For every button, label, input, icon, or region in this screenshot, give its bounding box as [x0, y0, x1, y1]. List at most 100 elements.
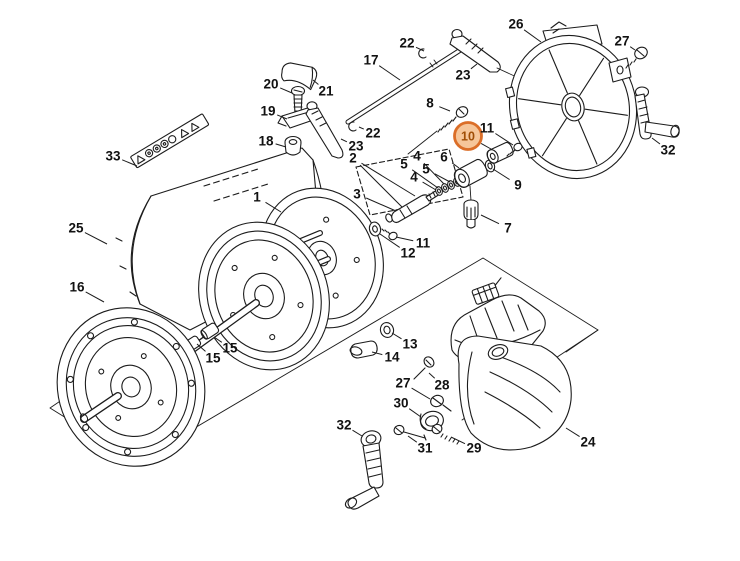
callout-33[interactable]: 33 [105, 149, 138, 167]
callout-28[interactable]: 28 [428, 372, 450, 393]
fan-housing [505, 34, 638, 180]
callout-3[interactable]: 3 [353, 187, 397, 212]
callout-22[interactable]: 22 [399, 36, 425, 52]
callout-25[interactable]: 25 [68, 221, 108, 245]
leader-line [265, 201, 282, 213]
callout-32[interactable]: 32 [336, 418, 363, 437]
subassembly-dashed-box [355, 148, 464, 216]
reel-assembly [56, 187, 384, 467]
part-number: 6 [440, 150, 448, 165]
part-number: 25 [68, 221, 84, 236]
lever-23-upper [449, 28, 561, 98]
callout-9[interactable]: 9 [492, 168, 522, 193]
callout-10-highlighted[interactable]: 10 [453, 121, 492, 151]
part-number: 23 [348, 139, 364, 154]
callout-23[interactable]: 23 [340, 139, 364, 154]
leader-line [361, 162, 416, 197]
part-number: 33 [105, 149, 121, 164]
screw-29 [431, 423, 460, 445]
part-number: 22 [399, 36, 414, 51]
lever-23-lower [305, 101, 344, 159]
alignment-line [469, 185, 472, 202]
cover-cap [281, 62, 318, 91]
callout-15[interactable]: 15 [196, 343, 221, 366]
screw-27-upper [625, 46, 648, 69]
callout-32[interactable]: 32 [651, 137, 676, 158]
part-number: 5 [422, 162, 430, 177]
throttle-parts-group [277, 28, 561, 159]
leader-line [415, 46, 425, 52]
part-number: 28 [434, 378, 450, 393]
leader-line [470, 63, 478, 70]
part-number: 9 [514, 178, 522, 193]
shaft-parts-group [355, 141, 523, 241]
callout-4[interactable]: 4 [410, 170, 437, 191]
callout-14[interactable]: 14 [371, 350, 400, 365]
callout-8[interactable]: 8 [426, 96, 451, 112]
leader-line [565, 427, 580, 438]
callout-4[interactable]: 4 [413, 149, 445, 185]
callout-12[interactable]: 12 [379, 233, 416, 261]
leader-line [378, 65, 401, 81]
callout-16[interactable]: 16 [69, 280, 105, 303]
adapter-sleeve-6 [453, 158, 488, 188]
callout-20[interactable]: 20 [263, 77, 293, 94]
callout-22[interactable]: 22 [358, 126, 381, 141]
callout-27[interactable]: 27 [395, 376, 431, 400]
plug-14 [349, 340, 378, 359]
callout-13[interactable]: 13 [391, 332, 418, 352]
connector-plug [471, 277, 502, 305]
part-number: 8 [426, 96, 434, 111]
ring-13 [379, 322, 395, 338]
gear-housing-cover [457, 335, 572, 451]
part-number: 15 [222, 341, 238, 356]
part-number: 13 [402, 337, 418, 352]
callout-15[interactable]: 15 [213, 336, 238, 356]
callout-11[interactable]: 11 [480, 121, 514, 146]
leader-line [422, 181, 437, 191]
callout-29[interactable]: 29 [450, 436, 482, 456]
callout-1[interactable]: 1 [253, 190, 282, 213]
callout-31[interactable]: 31 [407, 435, 433, 456]
part-number: 2 [349, 151, 357, 166]
leader-line [439, 106, 451, 112]
part-number: 4 [410, 170, 418, 185]
callout-30[interactable]: 30 [393, 396, 422, 418]
leader-line [213, 336, 223, 343]
leader-line [196, 343, 206, 352]
callout-24[interactable]: 24 [565, 427, 596, 450]
shaft-2-3 [385, 189, 441, 224]
part-number: 10 [461, 130, 475, 144]
callout-17[interactable]: 17 [363, 53, 401, 81]
leader-line [277, 114, 288, 120]
part-number: 7 [504, 221, 512, 236]
callout-2[interactable]: 2 [349, 151, 416, 208]
callout-6[interactable]: 6 [440, 150, 460, 169]
fan-housing-side-mount [608, 57, 632, 83]
part-number: 3 [353, 187, 361, 202]
part-number: 18 [258, 134, 274, 149]
callout-19[interactable]: 19 [260, 104, 288, 120]
callout-11[interactable]: 11 [395, 236, 431, 251]
callout-27[interactable]: 27 [614, 34, 636, 51]
leader-line [451, 162, 460, 169]
part-number: 5 [400, 157, 408, 172]
callout-23[interactable]: 23 [455, 63, 478, 83]
callout-26[interactable]: 26 [508, 17, 542, 43]
part-number: 23 [455, 68, 471, 83]
screw-28 [413, 356, 435, 380]
leader-line [523, 29, 542, 43]
callout-7[interactable]: 7 [480, 214, 512, 236]
callout-18[interactable]: 18 [258, 134, 287, 149]
callout-5[interactable]: 5 [400, 157, 439, 189]
leader-line [423, 162, 445, 185]
fan-housing-group [505, 21, 680, 180]
leader-line [312, 79, 319, 85]
reel-disc-left-flange [56, 307, 206, 467]
leader-line [275, 143, 287, 148]
callout-21[interactable]: 21 [312, 79, 334, 99]
part-number: 11 [416, 236, 431, 251]
callout-5[interactable]: 5 [422, 162, 451, 183]
sleeve-nut [284, 135, 302, 156]
leader-line [480, 214, 500, 225]
